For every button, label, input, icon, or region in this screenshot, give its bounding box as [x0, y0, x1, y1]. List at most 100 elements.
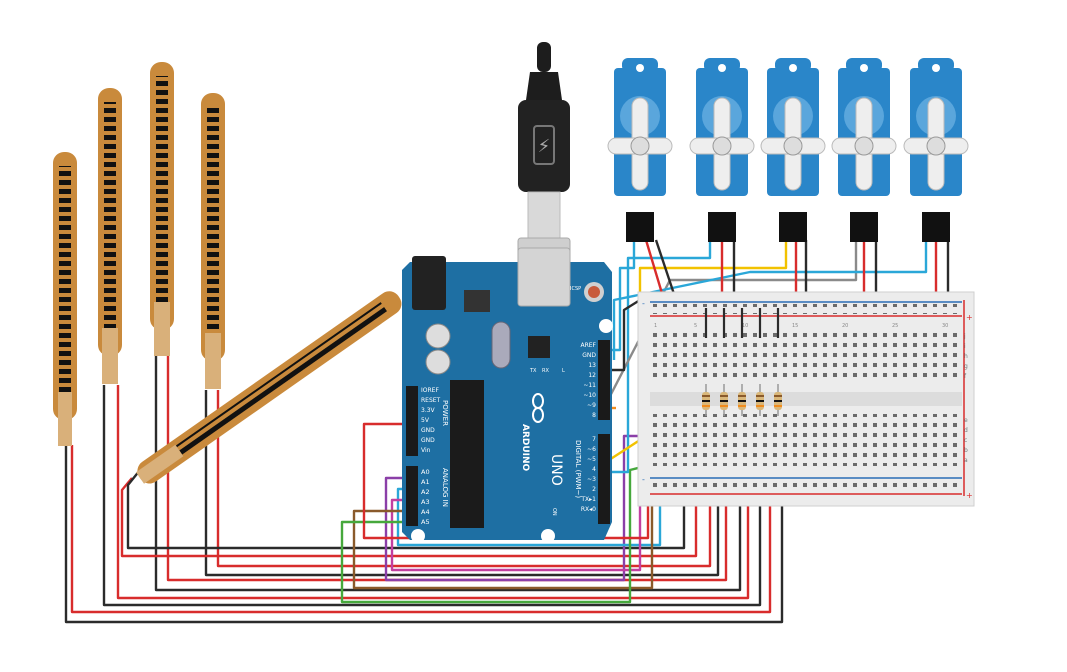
- digital-pin-4: 4: [592, 466, 596, 473]
- resistor-1: [702, 384, 710, 416]
- flex-sensor-4: [201, 93, 225, 389]
- wire-red-5v: [362, 422, 650, 540]
- row-letter-b: b: [964, 447, 968, 454]
- led-rx-label: RX: [542, 368, 549, 374]
- analog-header-label: ANALOG IN: [441, 468, 449, 507]
- arduino-brand: ARDUINO: [520, 424, 530, 472]
- row-letter-c: c: [964, 437, 967, 444]
- row-letter-j: j: [963, 333, 966, 340]
- wire-red-sensor1: [70, 440, 772, 614]
- power-pin-reset: RESET: [421, 397, 441, 404]
- power-pin-5v: 5V: [421, 417, 430, 424]
- column-number-30: 30: [942, 323, 948, 329]
- digital-pin-aref: AREF: [580, 342, 596, 349]
- wire-blue-servo2: [606, 240, 712, 474]
- row-letter-e: e: [964, 417, 968, 424]
- row-letters-bottom: e d c b a: [964, 417, 968, 464]
- row-letter-i: i: [964, 343, 966, 350]
- rail-plus-bottom: +: [966, 491, 973, 500]
- power-pin-vin: Vin: [421, 447, 431, 454]
- wire-black-gnd: [606, 298, 641, 372]
- digital-header-label: DIGITAL (PWM~): [574, 440, 582, 498]
- power-pin-gnd2: GND: [421, 437, 435, 444]
- row-letter-g: g: [964, 363, 968, 370]
- flex-sensors: [53, 62, 402, 484]
- analog-pin-a0: A0: [421, 468, 430, 476]
- digital-pin-11: ~11: [583, 382, 596, 389]
- servo-4: [831, 58, 897, 242]
- digital-pin-5: ~5: [587, 456, 596, 463]
- icsp-label: ICSP: [570, 286, 581, 292]
- flex-sensor-1: [53, 152, 77, 446]
- wire-red-sensor5: [120, 440, 698, 558]
- usb-icon: ⚡: [538, 136, 551, 157]
- power-header-label: POWER: [441, 400, 449, 426]
- analog-pin-a3: A3: [421, 498, 430, 506]
- servos: [607, 58, 969, 242]
- digital-pin-0: RX◂0: [581, 506, 596, 513]
- column-number-1: 1: [654, 323, 657, 329]
- arduino-model: UNO: [548, 454, 564, 486]
- digital-pin-9: ~9: [587, 402, 596, 409]
- digital-pin-7: 7: [592, 436, 596, 443]
- digital-bottom-pin-labels: 7 ~6 ~5 4 ~3 2 TX▸1 RX◂0: [580, 436, 596, 513]
- analog-pin-a5: A5: [421, 518, 430, 526]
- column-number-10: 10: [742, 323, 748, 329]
- resistor-4: [756, 384, 764, 416]
- servo-5: [903, 58, 969, 242]
- row-letter-h: h: [964, 353, 968, 360]
- digital-pin-6: ~6: [587, 446, 596, 453]
- wire-black-sensor1: [64, 440, 784, 624]
- row-letter-a: a: [964, 457, 968, 464]
- column-number-15: 15: [792, 323, 798, 329]
- power-pin-labels: IOREF RESET 3.3V 5V GND GND Vin: [421, 387, 441, 454]
- led-tx-label: TX: [529, 368, 537, 374]
- rail-plus-top: +: [966, 313, 973, 322]
- column-number-25: 25: [892, 323, 898, 329]
- analog-pin-a4: A4: [421, 508, 430, 516]
- digital-pin-2: 2: [592, 486, 596, 493]
- row-letter-f: f: [964, 373, 967, 380]
- resistor-3: [738, 384, 746, 416]
- wire-black-sensor2: [102, 385, 762, 607]
- flex-sensor-2: [98, 88, 122, 384]
- servo-3: [760, 58, 826, 242]
- digital-top-pin-labels: AREF GND 13 12 ~11 ~10 ~9 8: [580, 342, 596, 419]
- power-pin-ioref: IOREF: [421, 387, 439, 394]
- rail-minus-bottom: -: [642, 475, 645, 484]
- wire-black-servo1: [654, 239, 678, 301]
- digital-pin-13: 13: [588, 362, 596, 369]
- digital-pin-12: 12: [588, 372, 596, 379]
- digital-pin-3: ~3: [587, 476, 596, 483]
- power-pin-gnd1: GND: [421, 427, 435, 434]
- digital-pin-1: TX▸1: [580, 496, 596, 503]
- wire-red-sensor2: [116, 385, 750, 600]
- analog-pin-a1: A1: [421, 478, 430, 486]
- led-labels: TX RX L: [529, 368, 565, 374]
- column-numbers: 1 5 10 15 20 25 30: [654, 323, 948, 329]
- arduino-logo-icon: [532, 393, 544, 423]
- digital-pin-8: 8: [592, 412, 596, 419]
- servo-2: [689, 58, 755, 242]
- analog-pin-a2: A2: [421, 488, 430, 496]
- wire-black-sensor4: [204, 390, 720, 577]
- row-letters-top: j i h g f: [963, 333, 968, 380]
- wire-black-sensor5: [126, 469, 686, 550]
- wire-blue-servo5: [612, 240, 928, 360]
- flex-sensor-5: [135, 291, 402, 484]
- rail-minus-top: -: [642, 299, 645, 308]
- flex-sensor-3: [150, 62, 174, 356]
- resistor-5: [774, 384, 782, 416]
- servo-1: [607, 58, 673, 242]
- digital-pin-gnd: GND: [582, 352, 596, 359]
- power-pin-3v3: 3.3V: [421, 407, 436, 414]
- led-l-label: L: [562, 368, 565, 374]
- on-label: ON: [551, 508, 557, 516]
- column-number-20: 20: [842, 323, 848, 329]
- breadboard: + - + - j i h g f e d c b a 1 5 10 15 20…: [637, 291, 975, 507]
- breadboard-jumpers: [704, 308, 780, 338]
- resistors: [702, 384, 782, 416]
- arduino-uno: IOREF RESET 3.3V 5V GND GND Vin POWER A0…: [402, 247, 613, 543]
- analog-pin-labels: A0 A1 A2 A3 A4 A5: [421, 468, 430, 526]
